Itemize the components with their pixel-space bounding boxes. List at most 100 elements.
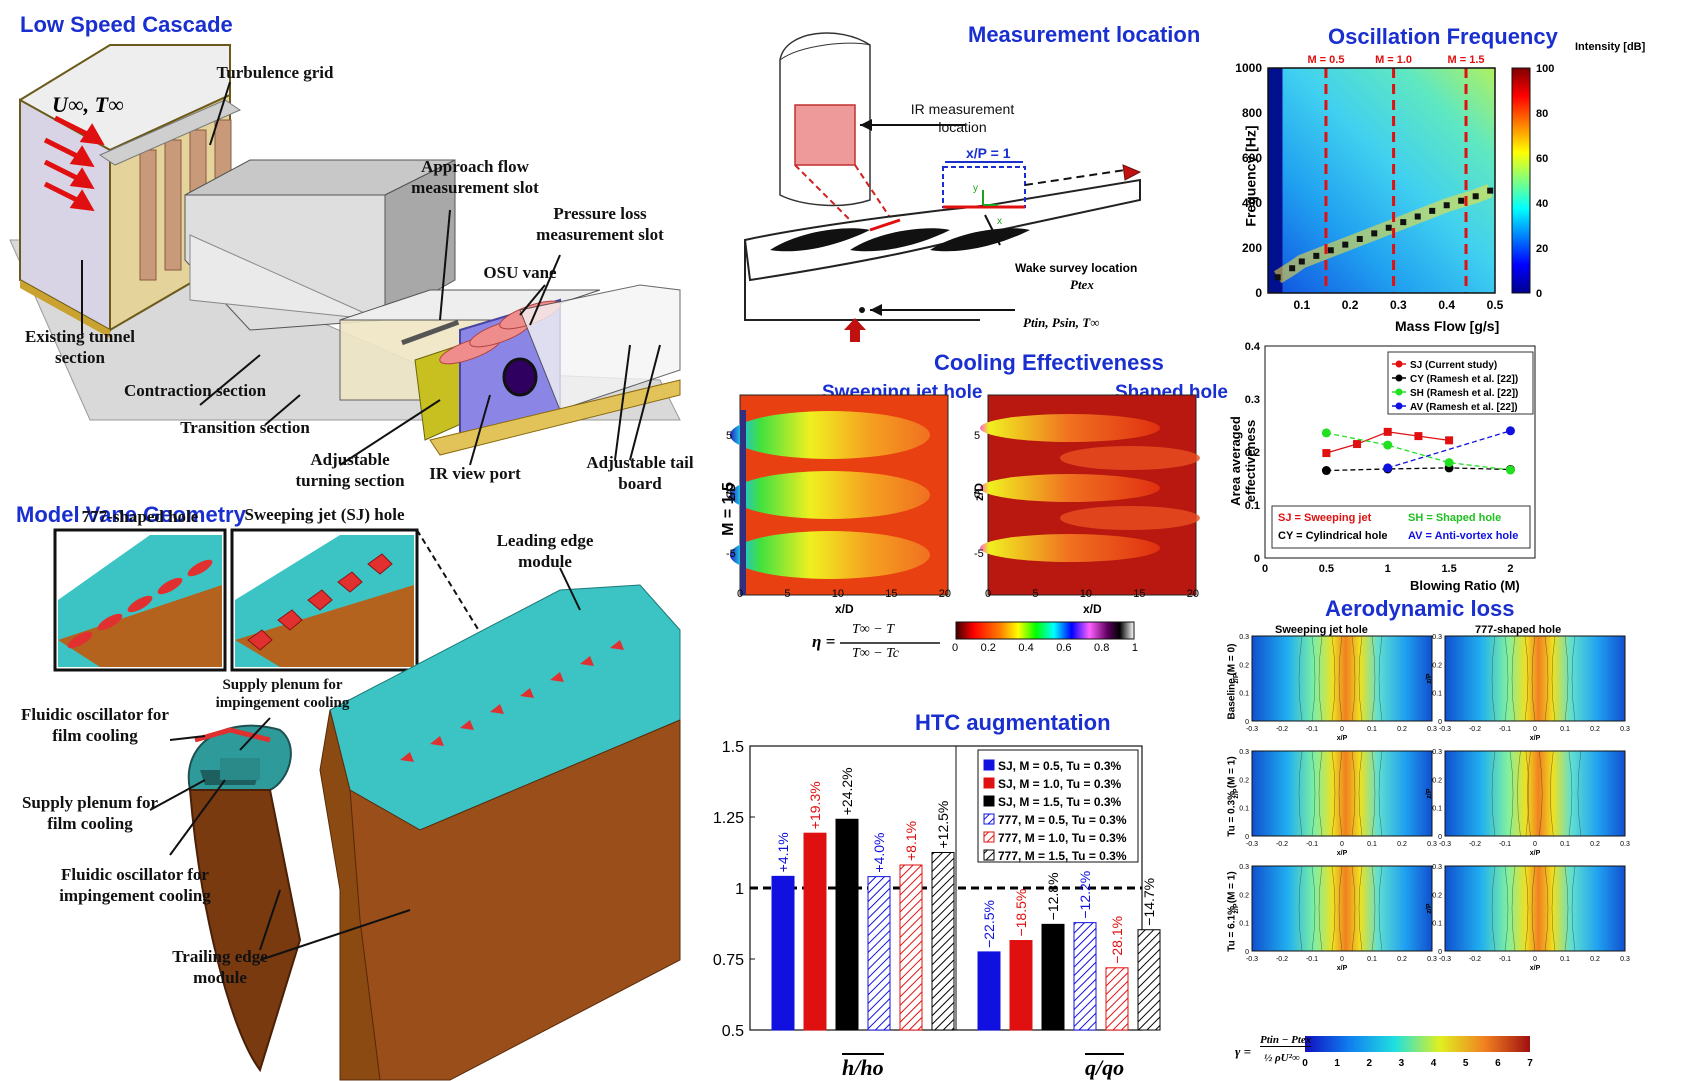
aero-xtick: 0.1 [1560, 726, 1570, 733]
aero-col-title-1: 777-shaped hole [1475, 624, 1562, 636]
gamma-label: γ = [1235, 1044, 1252, 1059]
eta-denominator: T∞ − Tc [852, 646, 899, 661]
aero-contour-map [1251, 865, 1433, 952]
aero-contour-line [1538, 750, 1543, 837]
aero-contour-line [1358, 750, 1363, 837]
aero-ytick: 0.3 [1239, 864, 1249, 871]
aero-ytick: 0 [1245, 719, 1249, 726]
aero-ytick: 0.1 [1432, 921, 1442, 928]
aero-xtick: 0.1 [1560, 841, 1570, 848]
aero-xtick: -0.2 [1276, 841, 1288, 848]
aero-contour-line [1331, 635, 1336, 722]
oscillation-ytick: 0 [1255, 286, 1262, 300]
oscillation-ytick: 1000 [1235, 61, 1262, 75]
tail-board-label: Adjustable tail board [586, 453, 694, 493]
aero-contour-line [1551, 865, 1556, 952]
aero-xtick: 0 [1340, 956, 1344, 963]
aero-xtick: 0.1 [1367, 726, 1377, 733]
oscillation-peak-marker [1327, 247, 1334, 254]
aero-contour-line [1551, 635, 1556, 722]
htc-bar-label: +8.1% [903, 821, 919, 861]
cooling-ytick: 0 [974, 489, 981, 501]
cooling-xtick: 0 [985, 588, 992, 600]
aero-contours: -0.3 -0.2 -0.1 0 0.1 0.2 0.3 0.3 0.2 0.1 0 x/P z/P -0… [1233, 634, 1630, 1069]
cooling-xtick: 15 [885, 588, 898, 600]
aero-title: Aerodynamic loss [1325, 596, 1515, 621]
cooling-ytick: 0 [726, 489, 733, 501]
aero-xlabel: x/P [1530, 735, 1541, 742]
oscillation-peak-marker [1289, 265, 1296, 272]
aero-ytick: 0.2 [1432, 662, 1442, 669]
aero-xtick: 0.2 [1590, 841, 1600, 848]
oscillation-peak-marker [1298, 258, 1305, 265]
htc-ytick-label: 1 [735, 881, 744, 898]
aero-ytick: 0.3 [1239, 749, 1249, 756]
gamma-denominator: ½ ρU²∞ [1264, 1052, 1300, 1064]
aero-contour-line [1550, 750, 1554, 837]
aero-contour-line [1527, 750, 1531, 837]
aero-xtick: -0.1 [1499, 841, 1511, 848]
aero-contour-line [1298, 865, 1303, 952]
ir-port-label: IR view port [429, 464, 521, 483]
aero-contour-line [1311, 865, 1316, 952]
aero-contour-line [1544, 865, 1549, 952]
aero-xlabel: x/P [1530, 850, 1541, 857]
turbulence-grid-label: Turbulence grid [216, 63, 334, 82]
htc-bar [867, 876, 891, 1031]
oscillation-cbar-tick: 40 [1536, 198, 1548, 210]
vane-holes [400, 640, 624, 762]
aero-xlabel: x/P [1337, 735, 1348, 742]
aero-panel: Aerodynamic loss Sweeping jet hole 777-s… [1227, 596, 1683, 1080]
effectiveness-xtick: 1 [1385, 563, 1391, 575]
aero-xtick: 0.3 [1427, 841, 1437, 848]
effectiveness-point [1321, 428, 1331, 438]
aero-contour-line [1491, 635, 1496, 722]
htc-bar [899, 864, 923, 1031]
pressure-slot-label: Pressure loss measurement slot [536, 204, 664, 244]
aero-contour-line [1531, 865, 1536, 952]
effectiveness-legend-entry: SJ (Current study) [1410, 360, 1497, 371]
contraction-label: Contraction section [123, 381, 267, 400]
oscillation-peak-marker [1274, 274, 1281, 281]
effectiveness-point [1353, 440, 1362, 449]
aero-xtick: 0.3 [1427, 726, 1437, 733]
aero-xtick: 0.1 [1367, 841, 1377, 848]
aero-xtick: 0.3 [1620, 956, 1630, 963]
aero-contour-line [1318, 635, 1323, 722]
aero-xtick: -0.1 [1499, 726, 1511, 733]
effectiveness-legend-entry: CY (Ramesh et al. [22]) [1410, 374, 1518, 385]
oscillation-ytick: 200 [1242, 241, 1262, 255]
aero-contour-line [1318, 750, 1323, 837]
aero-gamma-tick: 1 [1334, 1058, 1340, 1069]
aero-ylabel: z/P [1233, 903, 1240, 913]
oscillation-m-label: M = 1.5 [1448, 54, 1485, 66]
oscillation-plot-frame [1267, 67, 1496, 294]
htc-ytick-label: 1.5 [722, 739, 744, 756]
aero-xtick: 0.1 [1560, 956, 1570, 963]
effectiveness-xtick: 0 [1262, 563, 1268, 575]
htc-bar-label: +19.3% [807, 781, 823, 829]
aero-contour-line [1509, 750, 1514, 837]
aero-gamma-tick: 2 [1367, 1058, 1373, 1069]
aero-gamma-tick: 0 [1302, 1058, 1308, 1069]
htc-xlabel-left: h/ho [842, 1053, 884, 1080]
oscillation-xtick: 0.5 [1487, 298, 1504, 312]
aero-contour-line [1378, 865, 1383, 952]
htc-bar-label: −28.1% [1109, 916, 1125, 964]
aero-ytick: 0.2 [1239, 662, 1249, 669]
aero-xtick: -0.3 [1246, 841, 1258, 848]
u-inf-label: U∞, T∞ [52, 92, 124, 117]
aero-xlabel: x/P [1337, 965, 1348, 972]
aero-contour-line [1577, 750, 1582, 837]
htc-bar [1137, 929, 1161, 1031]
htc-bar [803, 832, 827, 1031]
effectiveness-xlabel: Blowing Ratio (M) [1410, 578, 1520, 593]
oscillation-title: Oscillation Frequency [1328, 24, 1558, 49]
model-vane-title: Model Vane Geometry [16, 502, 246, 527]
htc-legend-swatch [983, 849, 995, 861]
aero-xtick: -0.1 [1306, 956, 1318, 963]
htc-bar [977, 951, 1001, 1031]
oscillation-cbar-tick: 100 [1536, 63, 1554, 75]
oscillation-xtick: 0.3 [1390, 298, 1407, 312]
